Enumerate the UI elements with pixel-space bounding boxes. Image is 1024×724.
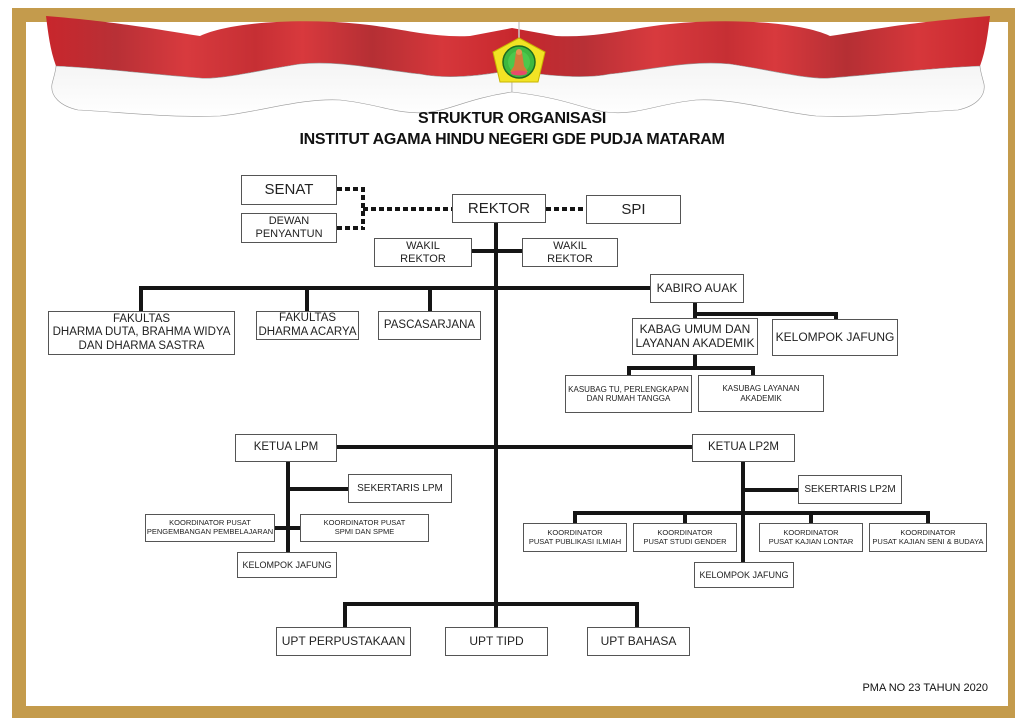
drop-pascasarjana [428, 286, 432, 312]
connector-rektor-spi [546, 207, 586, 211]
node-sekertaris-lp2m[interactable]: SEKERTARIS LP2M [798, 475, 902, 504]
connector-upt [343, 602, 639, 606]
chart-title: STRUKTUR ORGANISASI [417, 110, 607, 127]
drop-fakultas-1 [139, 286, 143, 312]
drop-upt-perpustakaan [343, 602, 347, 628]
connector-dewan [337, 226, 363, 230]
node-koord-gender[interactable]: KOORDINATOR PUSAT STUDI GENDER [633, 523, 737, 552]
connector-lpm-lp2m [336, 445, 694, 449]
connector-koord-lp2m [573, 511, 930, 515]
drop-jafung-auak [834, 312, 838, 320]
node-dewan-penyantun[interactable]: DEWAN PENYANTUN [241, 213, 337, 243]
node-senat[interactable]: SENAT [241, 175, 337, 205]
node-koord-spmi[interactable]: KOORDINATOR PUSAT SPMI DAN SPME [300, 514, 429, 542]
node-kabag-umum[interactable]: KABAG UMUM DAN LAYANAN AKADEMIK [632, 318, 758, 355]
connector-senat [337, 187, 363, 191]
flag-left [46, 16, 513, 117]
drop-kasubag-layanan [751, 366, 755, 376]
connector-kabiro-children [693, 312, 837, 316]
trunk-lpm [286, 462, 290, 552]
connector-sekertaris-lpm [286, 487, 348, 491]
node-koord-lontar[interactable]: KOORDINATOR PUSAT KAJIAN LONTAR [759, 523, 863, 552]
node-fakultas-dharma-duta[interactable]: FAKULTAS DHARMA DUTA, BRAHMA WIDYA DAN D… [48, 311, 235, 355]
node-fakultas-dharma-acarya[interactable]: FAKULTAS DHARMA ACARYA [256, 311, 359, 340]
connector-sekertaris-lp2m [741, 488, 799, 492]
drop-kabag [693, 355, 697, 369]
node-kasubag-tu[interactable]: KASUBAG TU, PERLENGKAPAN DAN RUMAH TANGG… [565, 375, 692, 413]
connector-level-2 [139, 286, 651, 290]
connector-wakil-rektor [472, 249, 522, 253]
drop-fakultas-2 [305, 286, 309, 312]
node-kelompok-jafung-auak[interactable]: KELOMPOK JAFUNG [772, 319, 898, 356]
connector-kasubag [627, 366, 755, 370]
flag-banner [46, 16, 990, 117]
drop-kasubag-tu [627, 366, 631, 376]
node-upt-tipd[interactable]: UPT TIPD [445, 627, 548, 656]
node-wakil-rektor-left[interactable]: WAKIL REKTOR [374, 238, 472, 267]
node-upt-bahasa[interactable]: UPT BAHASA [587, 627, 690, 656]
drop-kabiro [693, 302, 697, 318]
drop-koord-publikasi [573, 511, 577, 523]
node-ketua-lp2m[interactable]: KETUA LP2M [692, 434, 795, 462]
node-upt-perpustakaan[interactable]: UPT PERPUSTAKAAN [276, 627, 411, 656]
node-koord-publikasi[interactable]: KOORDINATOR PUSAT PUBLIKASI ILMIAH [523, 523, 627, 552]
page-canvas [26, 22, 1008, 706]
node-koord-seni[interactable]: KOORDINATOR PUSAT KAJIAN SENI & BUDAYA [869, 523, 987, 552]
node-pascasarjana[interactable]: PASCASARJANA [378, 311, 481, 340]
node-wakil-rektor-right[interactable]: WAKIL REKTOR [522, 238, 618, 267]
drop-koord-seni [926, 511, 930, 523]
chart-subtitle: INSTITUT AGAMA HINDU NEGERI GDE PUDJA MA… [299, 131, 725, 148]
connector-rektor-left [363, 207, 453, 211]
drop-koord-gender [683, 511, 687, 523]
regulation-footnote: PMA NO 23 TAHUN 2020 [862, 682, 988, 694]
node-koord-pembelajaran[interactable]: KOORDINATOR PUSAT PENGEMBANGAN PEMBELAJA… [145, 514, 275, 542]
node-ketua-lpm[interactable]: KETUA LPM [235, 434, 337, 462]
node-kabiro-auak[interactable]: KABIRO AUAK [650, 274, 744, 303]
main-trunk-line [494, 222, 498, 630]
node-rektor[interactable]: REKTOR [452, 194, 546, 223]
node-sekertaris-lpm[interactable]: SEKERTARIS LPM [348, 474, 452, 503]
node-kasubag-layanan[interactable]: KASUBAG LAYANAN AKADEMIK [698, 375, 824, 412]
drop-koord-lontar [809, 511, 813, 523]
drop-upt-bahasa [635, 602, 639, 628]
node-kelompok-jafung-lpm[interactable]: KELOMPOK JAFUNG [237, 552, 337, 578]
flag-right [511, 16, 990, 117]
institution-logo [492, 22, 546, 83]
connector-koord-lpm [274, 526, 302, 530]
node-spi[interactable]: SPI [586, 195, 681, 224]
node-kelompok-jafung-lp2m[interactable]: KELOMPOK JAFUNG [694, 562, 794, 588]
